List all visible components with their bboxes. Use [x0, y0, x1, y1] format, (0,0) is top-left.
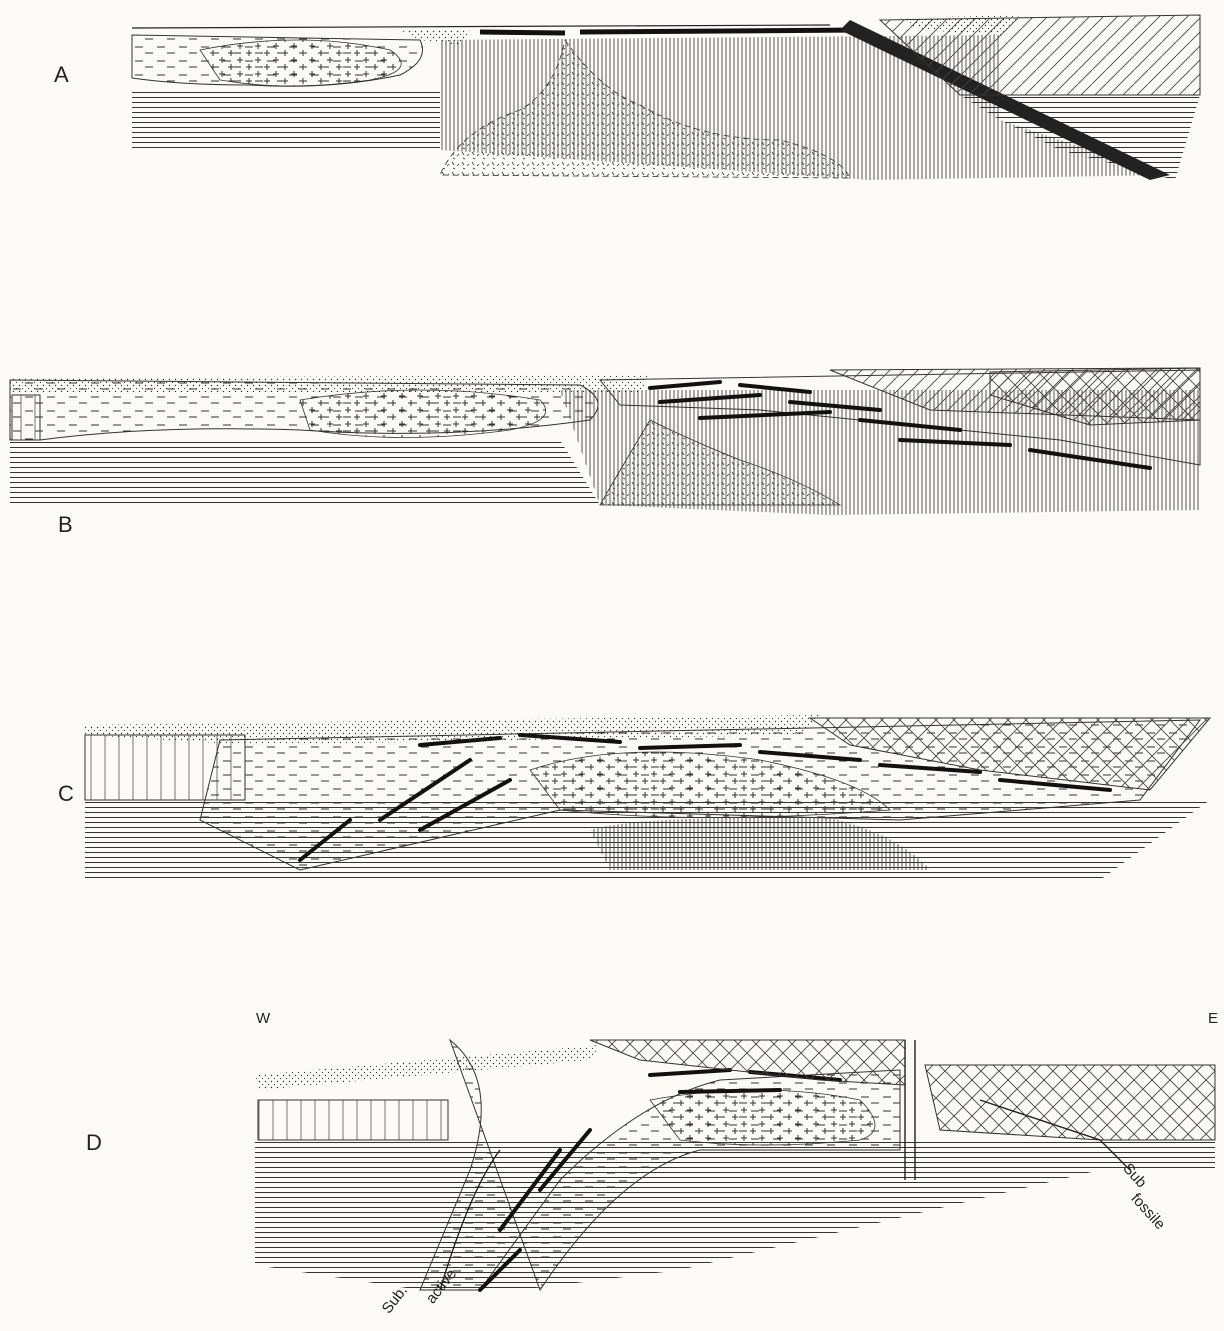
ocean-floor-black-layer — [480, 32, 565, 33]
granitic-crust — [200, 40, 401, 86]
mantle-layer — [132, 90, 440, 150]
sediment-dots — [10, 375, 650, 392]
panel-label-b: B — [58, 512, 73, 538]
section-a — [132, 15, 1200, 180]
east-label: E — [1208, 1010, 1218, 1027]
section-b — [10, 368, 1200, 515]
margin-block — [258, 1100, 448, 1140]
granitic-crust — [650, 1090, 875, 1145]
section-c — [85, 715, 1210, 880]
mantle-layer — [10, 440, 600, 505]
ocean-floor-black-layer-east — [580, 30, 860, 32]
margin-block — [12, 395, 40, 440]
mantle-layer — [255, 1140, 1215, 1290]
sea-level-line — [132, 25, 830, 28]
crosshatch-block-east — [925, 1065, 1215, 1140]
panel-label-c: C — [58, 781, 74, 807]
panel-label-d: D — [86, 1130, 102, 1156]
west-label: W — [256, 1010, 270, 1027]
panel-label-a: A — [54, 62, 69, 88]
sediment-dots — [255, 1045, 600, 1090]
granitic-crust — [300, 390, 546, 438]
section-d — [255, 1040, 1215, 1290]
